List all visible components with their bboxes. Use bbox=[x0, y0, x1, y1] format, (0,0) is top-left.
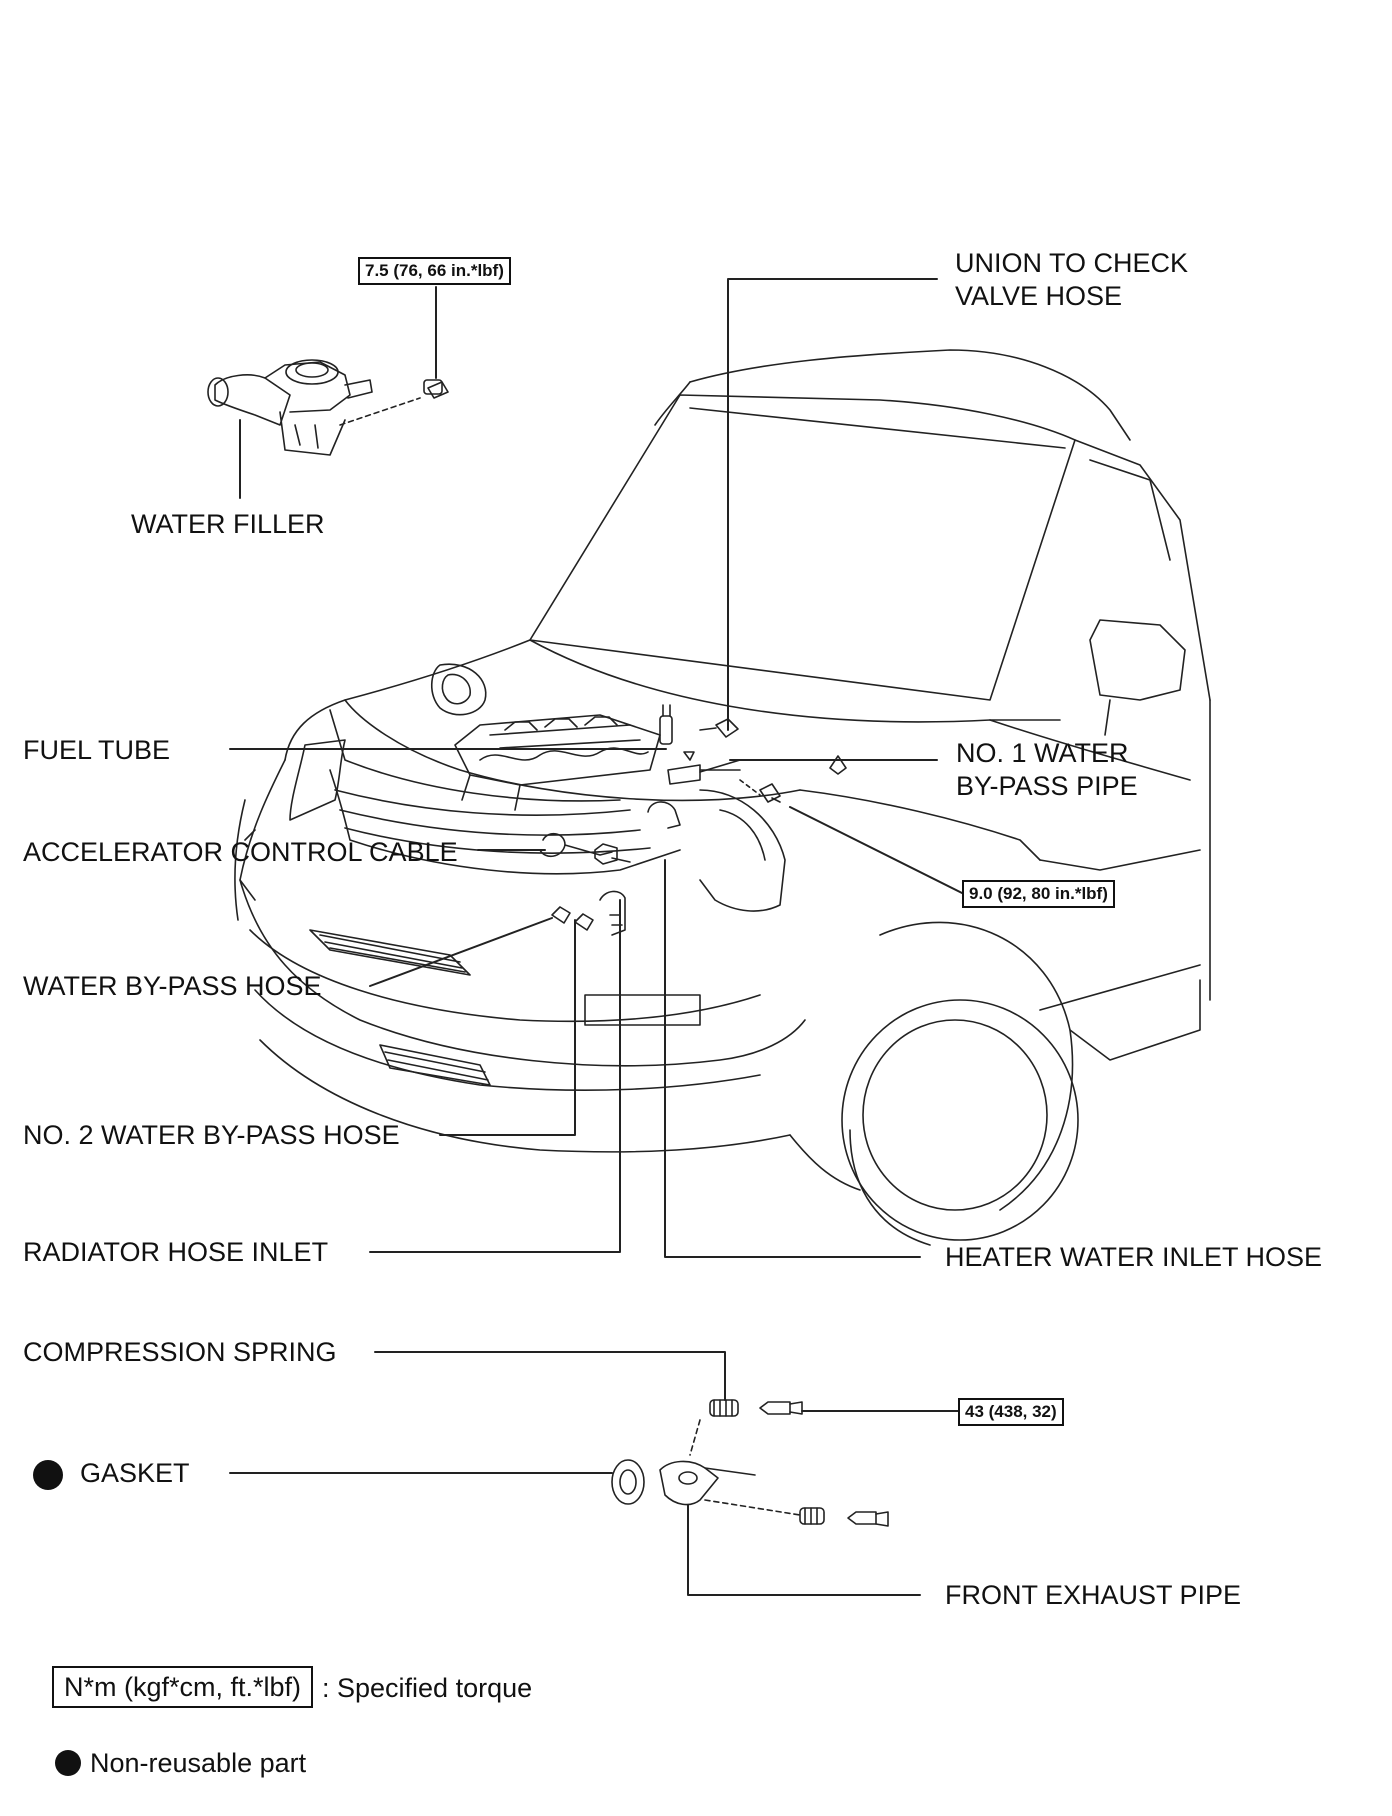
water-filler-part bbox=[207, 359, 449, 456]
label-union-check-valve-hose-line1: UNION TO CHECK bbox=[955, 248, 1189, 278]
lower-grille-mesh bbox=[309, 929, 491, 1086]
label-fuel-tube: FUEL TUBE bbox=[23, 735, 171, 765]
label-gasket: GASKET bbox=[80, 1458, 190, 1488]
non-reusable-marker-icon bbox=[33, 1460, 63, 1490]
vehicle-outline bbox=[234, 349, 1211, 1246]
label-front-exhaust-pipe: FRONT EXHAUST PIPE bbox=[945, 1580, 1242, 1610]
label-heater-water-inlet-hose: HEATER WATER INLET HOSE bbox=[945, 1242, 1323, 1272]
label-water-filler: WATER FILLER bbox=[131, 509, 325, 539]
leader-lines bbox=[229, 278, 963, 1596]
legend-torque-box: N*m (kgf*cm, ft.*lbf) bbox=[52, 1666, 314, 1708]
label-water-bypass-hose: WATER BY-PASS HOSE bbox=[23, 971, 322, 1001]
bypass-parts bbox=[539, 704, 847, 936]
torque-water-filler-bolt: 7.5 (76, 66 in.*lbf) bbox=[358, 257, 511, 285]
torque-bypass-pipe-bolt: 9.0 (92, 80 in.*lbf) bbox=[962, 880, 1115, 908]
label-no2-water-bypass-hose: NO. 2 WATER BY-PASS HOSE bbox=[23, 1120, 400, 1150]
exhaust-parts bbox=[611, 1399, 889, 1527]
legend-torque-desc: : Specified torque bbox=[322, 1673, 533, 1703]
label-union-check-valve-hose-line2: VALVE HOSE bbox=[955, 281, 1123, 311]
label-compression-spring: COMPRESSION SPRING bbox=[23, 1337, 337, 1367]
legend-nonreusable-desc: Non-reusable part bbox=[90, 1748, 307, 1778]
torque-exhaust-bolt: 43 (438, 32) bbox=[958, 1398, 1064, 1426]
label-accelerator-control-cable: ACCELERATOR CONTROL CABLE bbox=[23, 837, 458, 867]
label-no1-water-bypass-pipe-line1: NO. 1 WATER bbox=[956, 738, 1129, 768]
label-no1-water-bypass-pipe-line2: BY-PASS PIPE bbox=[956, 771, 1138, 801]
label-radiator-hose-inlet: RADIATOR HOSE INLET bbox=[23, 1237, 329, 1267]
legend-non-reusable-icon bbox=[55, 1750, 81, 1776]
